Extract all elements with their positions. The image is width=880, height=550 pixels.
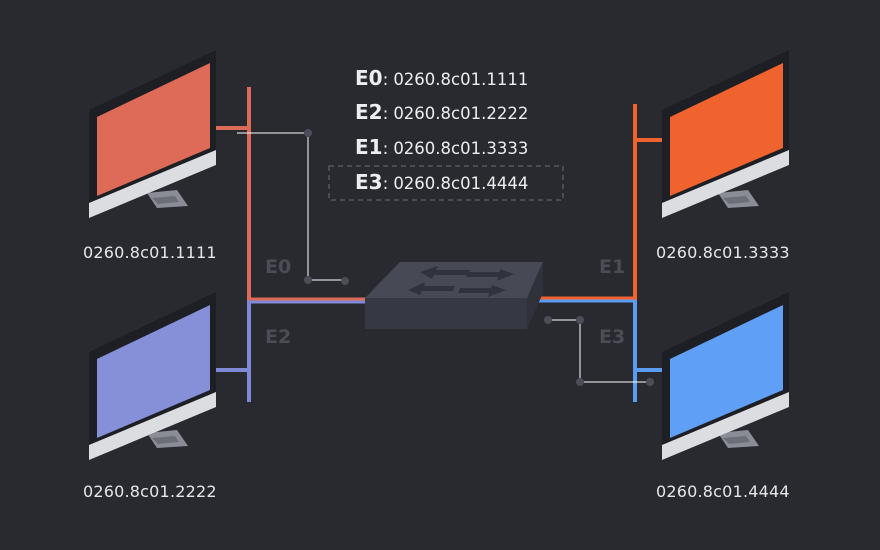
mac-table-mac: 0260.8c01.4444 xyxy=(393,174,529,193)
switch xyxy=(365,262,543,329)
switch-arrows-icon xyxy=(408,266,514,297)
monitor-chin xyxy=(662,150,789,218)
monitor-host-3333 xyxy=(662,50,789,218)
mac-table-mac: 0260.8c01.3333 xyxy=(393,139,529,158)
monitor-screen xyxy=(670,63,783,196)
switch-top xyxy=(365,262,543,298)
mac-table-mac: 0260.8c01.2222 xyxy=(393,104,529,123)
port-label-e2: E2 xyxy=(265,326,292,348)
port-label-e3: E3 xyxy=(599,326,626,348)
monitor-stand-shadow xyxy=(723,436,750,444)
highlight-box-e3 xyxy=(328,165,564,201)
monitor-chin xyxy=(662,392,789,460)
port-label-e1: E1 xyxy=(599,256,626,278)
connector-e0-dot xyxy=(304,276,312,284)
host-mac-caption: 0260.8c01.4444 xyxy=(656,482,790,501)
connector-e3-dot xyxy=(646,378,654,386)
mac-table-colon: : xyxy=(382,174,389,194)
mac-table-row-highlighted: E3:0260.8c01.4444 xyxy=(355,170,528,194)
host-mac-caption: 0260.8c01.2222 xyxy=(83,482,217,501)
mac-table-colon: : xyxy=(382,139,389,159)
connector-e0-dot xyxy=(304,129,312,137)
monitor-host-4444 xyxy=(662,292,789,460)
host-mac-caption: 0260.8c01.3333 xyxy=(656,243,790,262)
monitor-stand-shadow xyxy=(723,196,750,204)
mac-table-mac: 0260.8c01.1111 xyxy=(393,70,529,89)
bus-left xyxy=(214,87,366,402)
switch-side xyxy=(527,262,543,329)
monitor-host-2222 xyxy=(89,292,216,460)
mac-table-row: E1:0260.8c01.3333 xyxy=(355,135,528,159)
mac-table-colon: : xyxy=(382,104,389,124)
connector-e0 xyxy=(237,132,345,281)
monitor-host-1111 xyxy=(89,50,216,218)
mac-table-port: E1 xyxy=(355,135,383,159)
mac-table-colon: : xyxy=(382,70,389,90)
mac-table-port: E0 xyxy=(355,66,383,90)
mac-table-row: E2:0260.8c01.2222 xyxy=(355,100,528,124)
connector-e3-dot xyxy=(576,316,584,324)
monitor-chin xyxy=(89,392,216,460)
monitor-stand-shadow xyxy=(152,436,179,444)
port-label-e0: E0 xyxy=(265,256,292,278)
monitor-screen xyxy=(97,305,210,438)
monitor-chin xyxy=(89,150,216,218)
bus-right xyxy=(526,104,665,402)
connector-e3-dot xyxy=(544,316,552,324)
monitor-stand-shadow xyxy=(152,196,179,204)
monitor-screen xyxy=(670,305,783,438)
mac-table-row: E0:0260.8c01.1111 xyxy=(355,66,528,90)
host-mac-caption: 0260.8c01.1111 xyxy=(83,243,217,262)
connector-e3-dot xyxy=(576,378,584,386)
mac-table-port: E2 xyxy=(355,100,383,124)
connector-e0-dot xyxy=(341,277,349,285)
switch-front xyxy=(365,298,527,329)
connector-e3 xyxy=(548,319,650,383)
mac-table-port: E3 xyxy=(355,170,383,194)
mac-learning-connectors xyxy=(237,129,654,386)
monitor-screen xyxy=(97,63,210,196)
